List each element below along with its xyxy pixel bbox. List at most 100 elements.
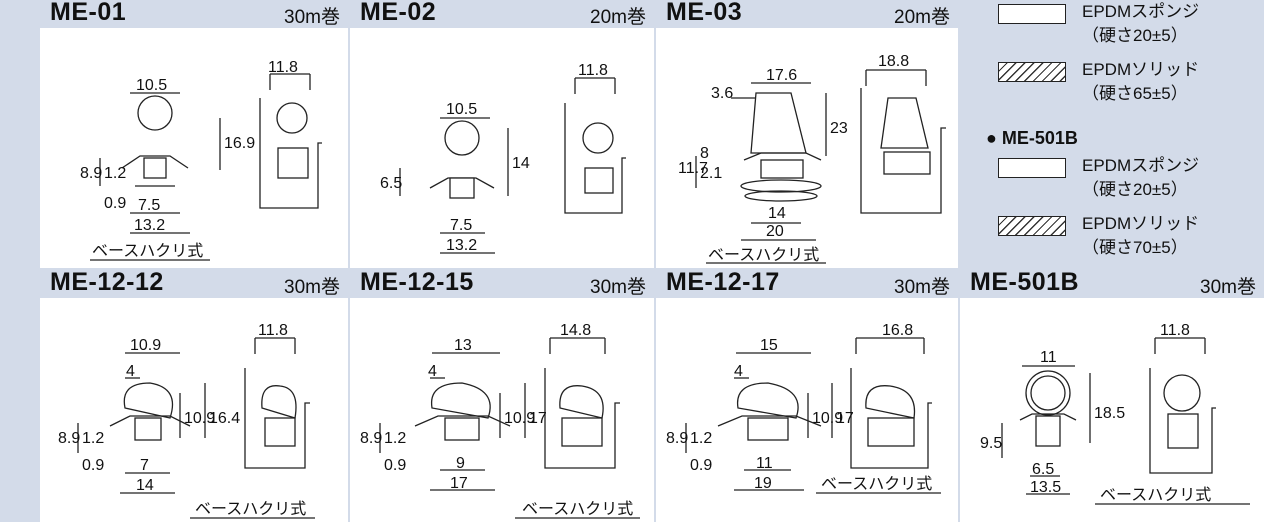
profile-drawing: 16.8 15 4 10.9 17 8.9 1.2 0.9 11 19 ベースハ… [666, 322, 941, 494]
dim-label: 1.2 [384, 430, 406, 447]
base-label: ベースハクリ式 [1100, 486, 1211, 504]
profile-drawing: 11.8 10.9 4 10.9 16.4 8.9 1.2 0.9 7 14 ベ… [58, 322, 315, 519]
dim-label: 0.9 [384, 457, 406, 474]
dim-label: 4 [734, 363, 743, 380]
profile-drawing: 11.8 10.5 14 6.5 7.5 13.2 [380, 62, 626, 254]
dim-label: 19 [754, 475, 772, 492]
dim-label: 11 [756, 455, 773, 472]
dim-label: 16.4 [209, 410, 240, 427]
model-name: ME-01 [50, 0, 127, 26]
roll-length: 20m巻 [590, 7, 646, 28]
model-name: ME-12-15 [360, 268, 474, 296]
legend-name: EPDMスポンジ [1082, 156, 1200, 175]
panel-me-01: ME-01 30m巻 11.8 10.5 16.9 [40, 0, 348, 268]
dim-label: 4 [428, 363, 437, 380]
base-label: ベースハクリ式 [708, 246, 819, 264]
model-name: ME-12-17 [666, 268, 780, 296]
dim-label: 7.5 [450, 217, 472, 234]
dim-label: 10.9 [130, 337, 161, 354]
base-label: ベースハクリ式 [92, 242, 203, 260]
dim-label: 10.9 [812, 410, 843, 427]
dim-label: 1.2 [82, 430, 104, 447]
model-name: ME-03 [666, 0, 743, 26]
dim-label: 10.5 [446, 101, 477, 118]
roll-length: 30m巻 [284, 277, 340, 298]
dim-label: 16.9 [224, 135, 255, 152]
legend-name: EPDMソリッド [1082, 60, 1200, 79]
profile-drawing: 18.8 17.6 3.6 23 11.7 2.1 8 14 20 ベースハクリ… [678, 53, 946, 264]
roll-length: 20m巻 [894, 7, 950, 28]
dim-label: 17 [450, 475, 468, 492]
dim-label: 8.9 [360, 430, 382, 447]
dim-label: 15 [760, 337, 778, 354]
dim-label: 18.8 [878, 53, 909, 70]
dim-label: 7.5 [138, 197, 160, 214]
dim-label: 10.5 [136, 77, 167, 94]
model-name: ME-12-12 [50, 268, 164, 296]
profile-drawing: 14.8 13 4 10.9 17 8.9 1.2 0.9 9 17 ベースハク… [360, 322, 640, 519]
profile-drawing: 11.8 10.5 16.9 8.9 1.2 0.9 7.5 13.2 ベースハ… [80, 59, 322, 261]
dim-label: 0.9 [82, 457, 104, 474]
legend-detail: （硬さ20±5） [1082, 180, 1188, 199]
roll-length: 30m巻 [1200, 277, 1256, 298]
dim-label: 6.5 [1032, 461, 1054, 478]
dim-label: 17 [529, 410, 547, 427]
base-label: ベースハクリ式 [522, 500, 633, 518]
legend-detail: （硬さ65±5） [1082, 84, 1188, 103]
dim-label: 1.2 [104, 165, 126, 182]
dim-label: 13.5 [1030, 479, 1061, 496]
dim-label: 4 [126, 363, 135, 380]
dim-label: 1.2 [690, 430, 712, 447]
dim-label: 0.9 [690, 457, 712, 474]
dim-label: 16.8 [882, 322, 913, 339]
base-label: ベースハクリ式 [821, 475, 932, 493]
roll-length: 30m巻 [284, 7, 340, 28]
dim-label: 6.5 [380, 175, 402, 192]
dim-label: 11.8 [578, 62, 608, 79]
dim-label: 0.9 [104, 195, 126, 212]
model-name: ME-02 [360, 0, 437, 26]
dim-label: 10.9 [184, 410, 215, 427]
dim-label: 8.9 [80, 165, 102, 182]
dim-label: 11.8 [1160, 322, 1190, 339]
legend-detail: （硬さ20±5） [1082, 26, 1188, 45]
panel-me-12-12: ME-12-12 30m巻 11.8 10.9 [40, 268, 348, 522]
dim-label: 9.5 [980, 435, 1002, 452]
legend-group-title: ● ME-501B [986, 128, 1078, 148]
panel-me-02: ME-02 20m巻 11.8 10.5 14 6.5 [350, 0, 654, 268]
dim-label: 23 [830, 120, 848, 137]
legend-name: EPDMソリッド [1082, 214, 1200, 233]
dim-label: 14 [512, 155, 530, 172]
dim-label: 18.5 [1094, 405, 1125, 422]
dim-label: 11.7 [678, 160, 708, 177]
dim-label: 9 [456, 455, 465, 472]
dim-label: 17 [836, 410, 854, 427]
dim-label: 14 [768, 205, 786, 222]
dim-label: 13 [454, 337, 472, 354]
dim-label: 8 [700, 145, 709, 162]
sponge-swatch [998, 4, 1066, 24]
dim-label: 13.2 [134, 217, 165, 234]
dim-label: 11.8 [258, 322, 288, 339]
solid-swatch [998, 216, 1066, 236]
dim-label: 10.9 [504, 410, 535, 427]
solid-swatch [998, 62, 1066, 82]
dim-label: 11 [1040, 349, 1057, 366]
dim-label: 8.9 [666, 430, 688, 447]
model-name: ME-501B [970, 268, 1080, 296]
dim-label: 3.6 [711, 85, 733, 102]
dim-label: 14 [136, 477, 154, 494]
material-legend: EPDMスポンジ （硬さ20±5） EPDMソリッド （硬さ65±5） ● ME… [982, 0, 1264, 268]
profile-drawing: 11.8 11 18.5 9.5 6.5 13.5 ベースハクリ式 [980, 322, 1250, 505]
dim-label: 7 [140, 457, 149, 474]
dim-label: 17.6 [766, 67, 797, 84]
panel-me-03: ME-03 20m巻 18.8 [656, 0, 958, 268]
dim-label: 11.8 [268, 59, 298, 76]
panel-me-501b: ME-501B 30m巻 11.8 11 18.5 [960, 268, 1264, 522]
dim-label: 14.8 [560, 322, 591, 339]
dim-label: 20 [766, 223, 784, 240]
dim-label: 13.2 [446, 237, 477, 254]
roll-length: 30m巻 [894, 277, 950, 298]
